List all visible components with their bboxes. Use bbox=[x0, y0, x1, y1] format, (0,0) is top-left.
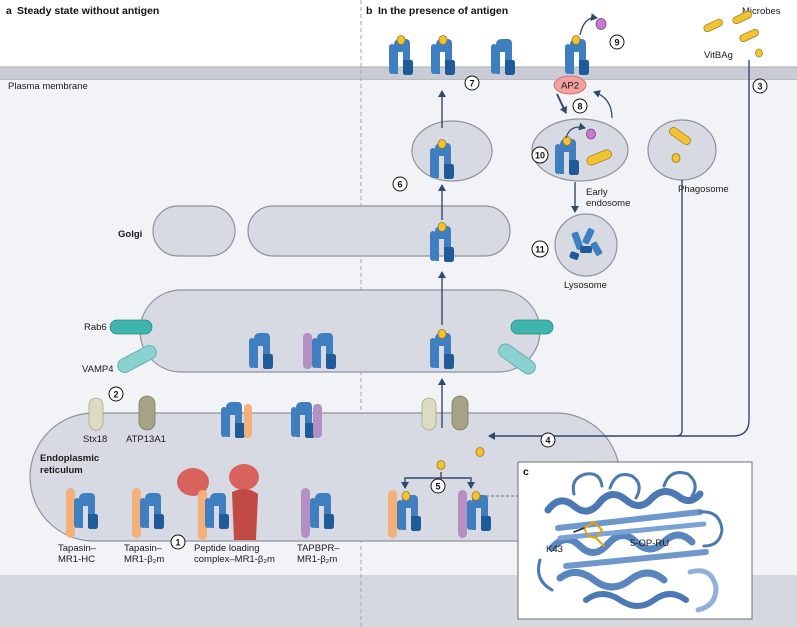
lysosome-label: Lysosome bbox=[564, 280, 607, 291]
atp13a1-label: ATP13A1 bbox=[126, 434, 166, 445]
rab6-protein bbox=[109, 319, 153, 335]
step-1-badge: 1 bbox=[170, 534, 186, 550]
vamp4-label: VAMP4 bbox=[82, 364, 114, 375]
ap2-adaptor bbox=[553, 75, 587, 95]
golgi-cisterna-left bbox=[152, 205, 236, 257]
svg-text:10: 10 bbox=[535, 151, 545, 161]
tapbpr-er-a bbox=[313, 404, 322, 438]
atp13a1-protein bbox=[138, 395, 156, 431]
atp13a1-protein-b bbox=[451, 395, 469, 431]
step-2-badge: 2 bbox=[108, 386, 124, 402]
svg-text:5: 5 bbox=[435, 482, 440, 492]
tapasin-2 bbox=[132, 488, 141, 538]
step-6-badge: 6 bbox=[392, 176, 408, 192]
panel-a-letter: a bbox=[6, 5, 12, 17]
svg-text:1: 1 bbox=[175, 538, 180, 548]
step-9-badge: 9 bbox=[609, 34, 625, 50]
step-4-badge: 4 bbox=[540, 432, 556, 448]
er-label-line2: reticulum bbox=[40, 465, 83, 476]
peptide-loading-complex bbox=[177, 464, 259, 540]
phagosome-label: Phagosome bbox=[678, 184, 729, 195]
golgi-cisterna-right bbox=[247, 205, 511, 257]
vitbag-particle bbox=[755, 48, 763, 58]
ap2-label: AP2 bbox=[561, 81, 579, 92]
tapbpr-b bbox=[458, 490, 467, 538]
svg-text:9: 9 bbox=[614, 38, 619, 48]
antigen-entering-er bbox=[475, 447, 485, 457]
ligand-label: 5-OP-RU bbox=[630, 538, 669, 549]
svg-text:4: 4 bbox=[545, 436, 550, 446]
plasma-membrane bbox=[0, 67, 797, 80]
step-7-badge: 7 bbox=[464, 75, 480, 91]
stx18-protein-b bbox=[421, 397, 437, 431]
stx18-label: Stx18 bbox=[83, 434, 107, 445]
tapbpr-golgi bbox=[303, 333, 312, 369]
complex-label-4a: TAPBPR– bbox=[297, 543, 340, 554]
complex-label-3a: Peptide loading bbox=[194, 543, 260, 554]
step-10-badge: 10 bbox=[531, 146, 549, 164]
vamp4-protein bbox=[117, 345, 157, 373]
rab6-label: Rab6 bbox=[84, 322, 107, 333]
microbe-1 bbox=[732, 10, 752, 25]
degraded-mr1-fragments bbox=[569, 228, 603, 260]
microbes-label: Microbes bbox=[742, 6, 781, 17]
svg-text:3: 3 bbox=[757, 82, 762, 92]
panel-b-title: In the presence of antigen bbox=[378, 5, 508, 17]
plasma-membrane-label: Plasma membrane bbox=[8, 81, 88, 92]
complex-label-2a: Tapasin– bbox=[124, 543, 163, 554]
golgi-label: Golgi bbox=[118, 229, 142, 240]
tapasin-1 bbox=[66, 488, 75, 538]
tapbpr-1 bbox=[301, 488, 310, 538]
microbe-2 bbox=[703, 18, 723, 33]
early-endosome-label-2: endosome bbox=[586, 198, 630, 209]
stx18-protein bbox=[88, 397, 104, 431]
step-8-badge: 8 bbox=[572, 98, 588, 114]
complex-label-1b: MR1-HC bbox=[58, 554, 95, 565]
tapasin-b bbox=[388, 490, 397, 538]
complex-label-1a: Tapasin– bbox=[58, 543, 97, 554]
microbe-3 bbox=[739, 28, 759, 43]
early-endosome-label-1: Early bbox=[586, 187, 608, 198]
step-11-badge: 11 bbox=[531, 240, 549, 258]
mr1-crystal-structure bbox=[537, 471, 724, 613]
svg-text:2: 2 bbox=[113, 390, 118, 400]
vitbag-label: VitBAg bbox=[704, 50, 733, 61]
panel-b-letter: b bbox=[366, 5, 372, 17]
svg-text:11: 11 bbox=[535, 245, 545, 255]
step-5-badge: 5 bbox=[430, 478, 446, 494]
panel-a-title: Steady state without antigen bbox=[17, 5, 159, 17]
released-antigen bbox=[595, 18, 607, 30]
step-3-badge: 3 bbox=[752, 78, 768, 94]
complex-label-2b: MR1-β₂m bbox=[124, 554, 164, 565]
k43-label: K43 bbox=[546, 544, 563, 555]
vamp4-protein-right bbox=[498, 343, 536, 375]
svg-text:6: 6 bbox=[397, 180, 402, 190]
tapasin-er-a bbox=[244, 404, 252, 438]
er-label-line1: Endoplasmic bbox=[40, 453, 99, 464]
svg-text:7: 7 bbox=[469, 79, 474, 89]
phagosome bbox=[647, 119, 717, 181]
svg-text:8: 8 bbox=[577, 102, 582, 112]
complex-label-3b: complex–MR1-β₂m bbox=[194, 554, 275, 565]
panel-c-letter: c bbox=[523, 466, 529, 478]
complex-label-4b: MR1-β₂m bbox=[297, 554, 337, 565]
lysosome bbox=[554, 213, 618, 277]
rab6-protein-right bbox=[510, 319, 554, 335]
golgi-cisterna-large bbox=[139, 289, 541, 373]
